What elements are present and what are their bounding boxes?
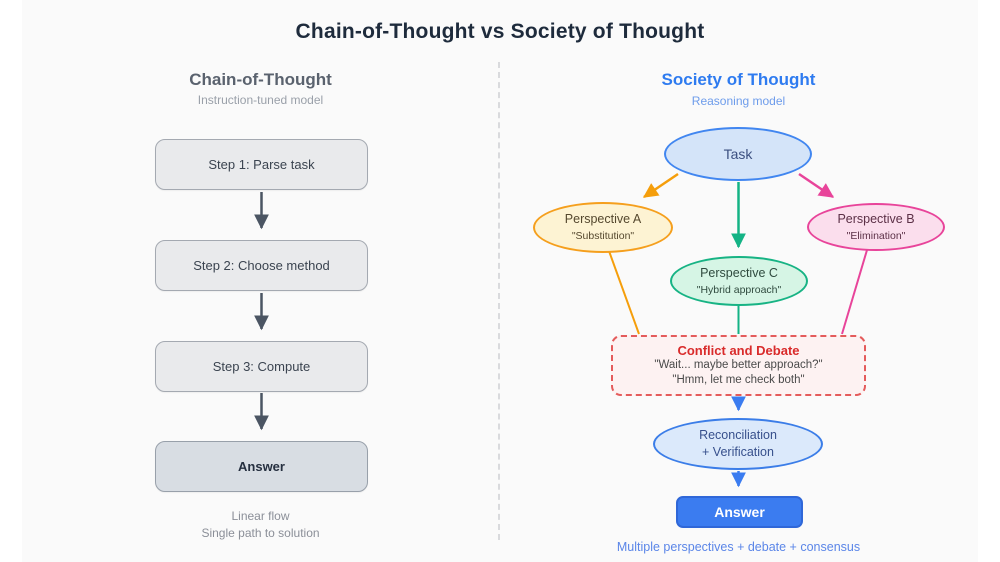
cot-answer-node: Answer <box>155 441 368 492</box>
sot-answer-label: Answer <box>714 504 765 520</box>
perspective-a-quote: "Substitution" <box>571 230 635 243</box>
cot-answer-label: Answer <box>238 459 285 474</box>
cot-step3-node: Step 3: Compute <box>155 341 368 392</box>
conflict-title: Conflict and Debate <box>677 343 800 359</box>
conflict-debate-node: Conflict and Debate "Wait... maybe bette… <box>611 335 866 396</box>
perspective-c-node: Perspective C "Hybrid approach" <box>670 256 808 306</box>
right-column-subheading: Reasoning model <box>691 94 786 108</box>
sot-answer-node: Answer <box>676 496 803 528</box>
task-node: Task <box>664 127 812 181</box>
page-title: Chain-of-Thought vs Society of Thought <box>295 20 705 43</box>
right-column-heading: Society of Thought <box>661 70 816 89</box>
reconciliation-line2: + Verification <box>702 445 774 459</box>
right-caption: Multiple perspectives + debate + consens… <box>616 540 861 554</box>
task-label: Task <box>723 145 753 162</box>
cot-step2-label: Step 2: Choose method <box>193 258 330 273</box>
left-caption-line2: Single path to solution <box>201 526 320 541</box>
left-column-heading: Chain-of-Thought <box>189 70 332 89</box>
conflict-line2: "Hmm, let me check both" <box>672 374 805 386</box>
reconciliation-node: Reconciliation + Verification <box>653 418 823 470</box>
center-divider-line <box>498 62 500 540</box>
conflict-line1: "Wait... maybe better approach?" <box>654 359 823 372</box>
left-column-subheading: Instruction-tuned model <box>197 93 324 107</box>
perspective-b-label: Perspective B <box>837 211 915 226</box>
cot-step3-label: Step 3: Compute <box>212 359 311 374</box>
left-caption-line1: Linear flow <box>231 509 290 523</box>
perspective-a-node: Perspective A "Substitution" <box>533 202 673 253</box>
perspective-c-quote: "Hybrid approach" <box>696 283 782 296</box>
perspective-b-node: Perspective B "Elimination" <box>807 203 945 251</box>
reconciliation-line1: Reconciliation <box>699 428 777 443</box>
cot-step2-node: Step 2: Choose method <box>155 240 368 291</box>
perspective-c-label: Perspective C <box>700 265 778 280</box>
cot-step1-node: Step 1: Parse task <box>155 139 368 190</box>
perspective-b-quote: "Elimination" <box>846 229 906 242</box>
perspective-a-label: Perspective A <box>564 212 642 227</box>
cot-step1-label: Step 1: Parse task <box>208 157 315 172</box>
left-caption: Linear flow Single path to solution <box>22 508 499 543</box>
